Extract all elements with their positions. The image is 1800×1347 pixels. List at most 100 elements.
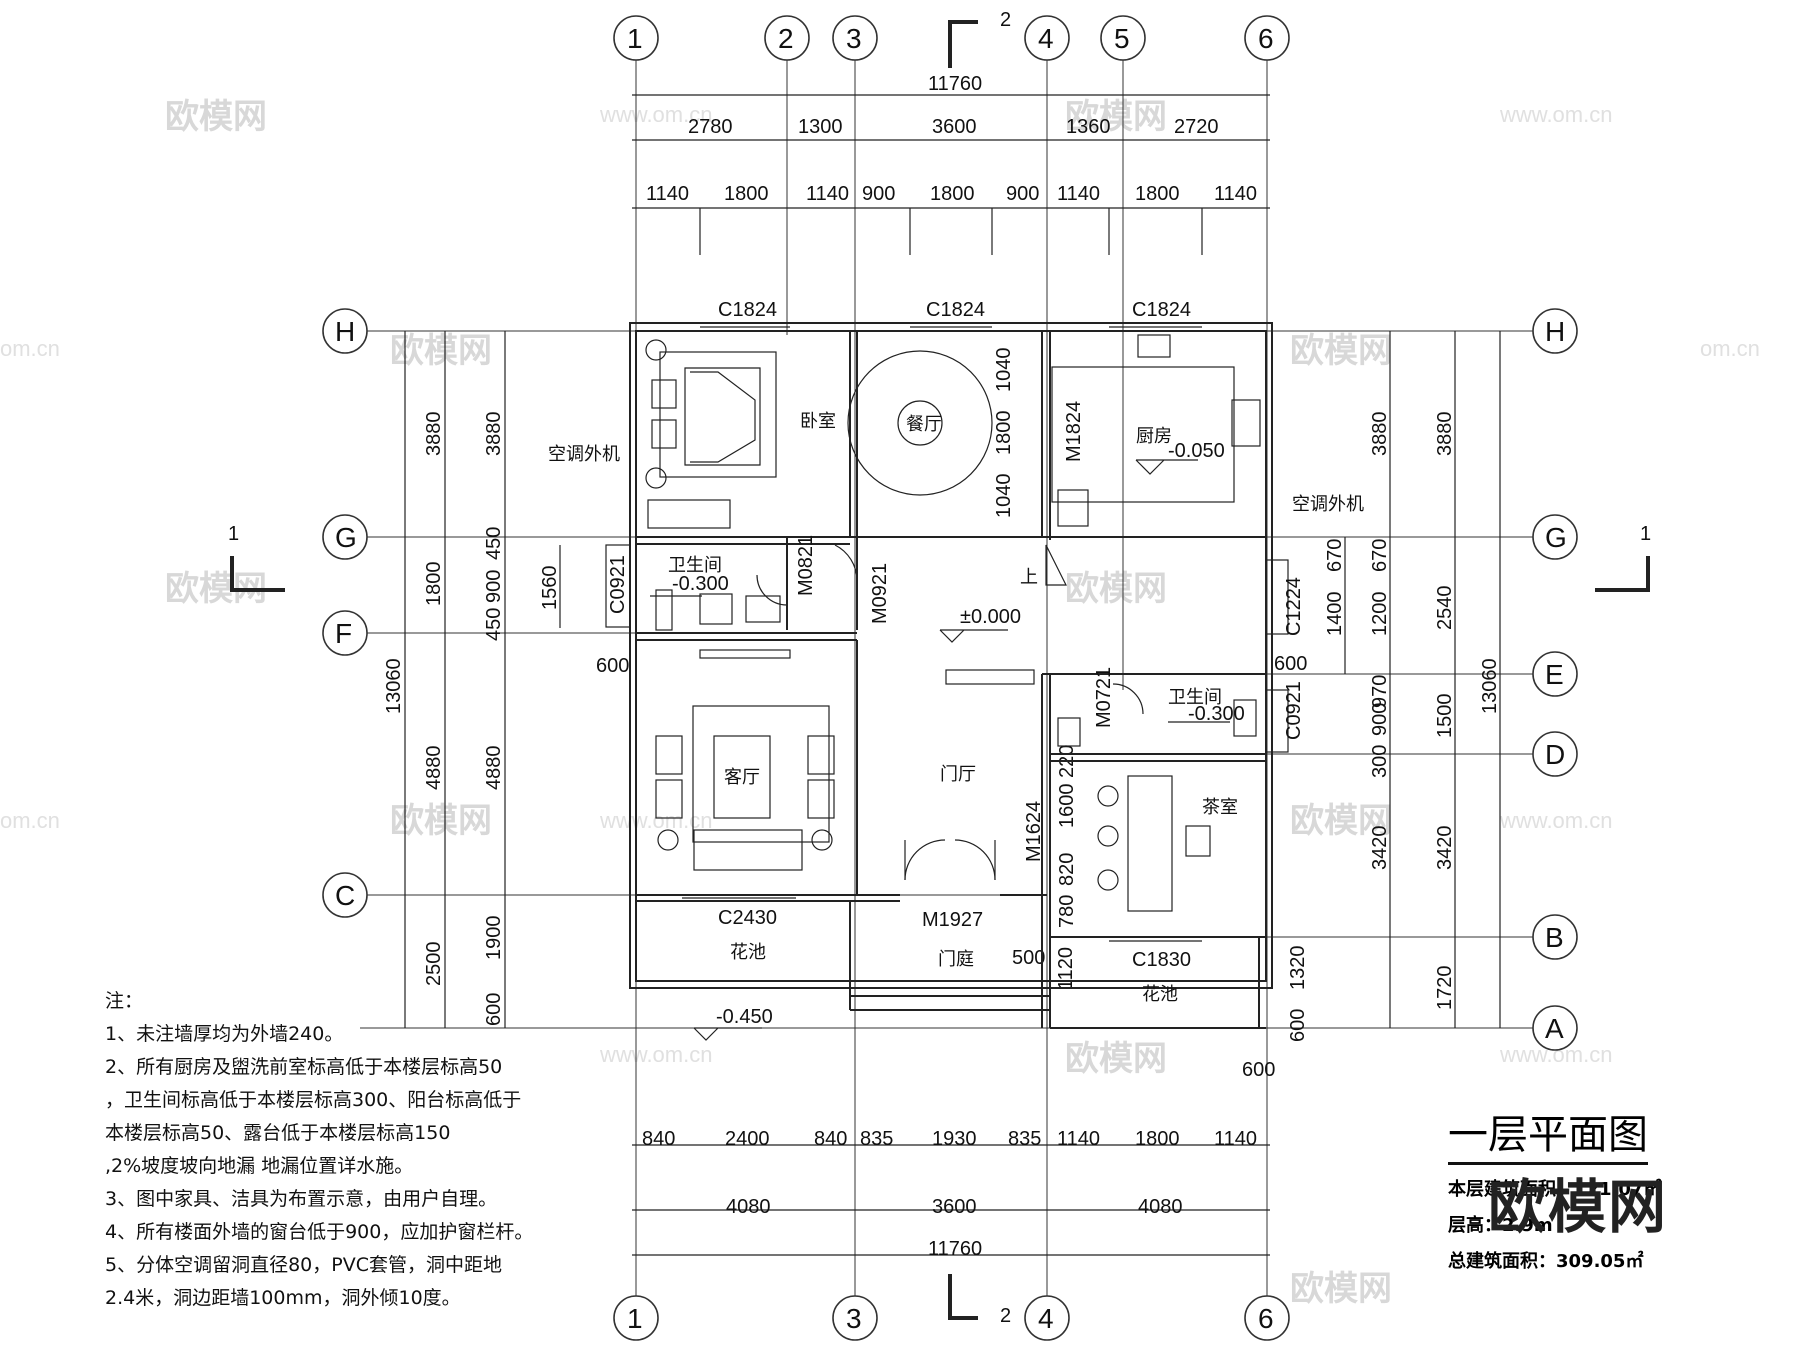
dim-top2-1: 1140 [646,183,689,205]
door-m0721: M0721 [1093,667,1115,728]
room-labels: 卧室 餐厅 厨房 卫生间 卫生间 客厅 门厅 茶室 花池 花池 门庭 空调外机 … [548,411,1364,1004]
watermark-url: www.om.cn [1499,102,1612,127]
dim-left-in-3: 900 [483,570,505,603]
dim-bot-1: 840 [642,1128,675,1150]
dim-right-1: 3880 [1434,412,1456,457]
axis-label-A: A [1545,1013,1564,1044]
note-line: 1、未注墙厚均为外墙240。 [105,1023,344,1045]
note-line: 5、分体空调留洞直径80，PVC套管，洞中距地 [105,1254,502,1276]
section-label-top: 2 [1000,9,1011,31]
label-stairs-up: 上 [1020,567,1038,587]
dim-left-2: 1800 [423,562,445,607]
watermark-brand: 欧模网 [390,332,492,370]
window-c2430: C2430 [718,907,777,929]
dim-bot-7: 1140 [1057,1128,1100,1150]
misc-dimension-labels: 600 600 500 600 600 1320 1120 1040 1800 … [596,348,1309,1082]
dim-bot2-3: 4080 [1138,1196,1183,1218]
axis-label-4: 4 [1038,23,1054,54]
axis-label-6: 6 [1258,1303,1274,1334]
watermark-brand: 欧模网 [390,802,492,840]
level-hall: ±0.000 [960,606,1021,628]
dim-bot-4: 835 [860,1128,893,1150]
dim-top-total: 11760 [928,73,982,95]
axis-bubble-top-1 [613,15,659,61]
axis-bubble-left-G [322,514,368,560]
total-area: 总建筑面积：309.05㎡ [1448,1251,1644,1272]
dim-left-1: 3880 [423,412,445,457]
dim-right-in-6: 300 [1369,745,1391,778]
watermark-brand: 欧模网 [1290,802,1392,840]
door-m1624: M1624 [1023,801,1045,862]
axis-bubble-top-3 [832,15,878,61]
section-label-bottom: 2 [1000,1305,1011,1327]
label-ac-unit-2: 空调外机 [1292,494,1364,514]
room-living: 客厅 [724,767,760,787]
axis-grid-lines [360,60,1536,1310]
dim-right-in-1: 3880 [1369,412,1391,457]
dim-right-3: 1500 [1434,694,1456,739]
dim-right-4: 3420 [1434,826,1456,871]
room-garden2: 花池 [1142,984,1178,1004]
section-label-right: 1 [1640,523,1651,545]
axis-label-3: 3 [846,23,862,54]
top-dimension-labels: 11760 2780 1300 3600 1360 2720 1140 1800… [646,73,1257,205]
dim-left-small: 1560 [539,566,561,611]
door-m0821: M0821 [795,535,817,596]
dim-misc: 600 [1274,653,1307,675]
dim-top2-9: 1140 [1214,183,1257,205]
level-kitchen: -0.050 [1168,440,1225,462]
axis-label-B: B [1545,922,1564,953]
floor-height: 层高：2.9m [1448,1215,1553,1236]
watermarks: 欧模网 欧模网 欧模网 欧模网 欧模网 欧模网 欧模网 欧模网 欧模网 欧模网 … [0,98,1760,1308]
axis-label-1: 1 [627,23,643,54]
section-markers [230,20,1650,1320]
axis-bubble-right-G [1532,514,1578,560]
dim-bot-9: 1140 [1214,1128,1257,1150]
window-c1224: C1224 [1283,577,1305,636]
label-ac-unit-1: 空调外机 [548,444,620,464]
dim-top-4: 1360 [1066,116,1111,138]
axis-label-2: 2 [778,23,794,54]
dim-bot-6: 835 [1008,1128,1041,1150]
dim-right-5: 1720 [1434,966,1456,1011]
note-line: 3、图中家具、洁具为布置示意，由用户自理。 [105,1188,498,1210]
section-label-left: 1 [228,523,239,545]
furniture [645,334,1261,912]
axis-bubble-right-H [1532,308,1578,354]
axis-label-E: E [1545,659,1564,690]
dim-top-1: 2780 [688,116,733,138]
dim-right-in-2: 670 [1369,539,1391,572]
dim-top2-8: 1800 [1135,183,1180,205]
right-dimension-labels: 3880 670 1200 970 900 300 3420 3880 2540… [1324,412,1501,1011]
axis-bubble-right-D [1532,731,1578,777]
axis-bubble-bottom-6 [1244,1295,1290,1341]
window-c0921-left: C0921 [607,555,629,614]
brand-logo: 欧模网 [1488,1173,1669,1241]
watermark-brand: 欧模网 [1290,1270,1392,1308]
axis-label-H: H [1545,316,1565,347]
axis-bubble-top-5 [1100,15,1146,61]
axis-bubble-right-E [1532,651,1578,697]
left-dimension-lines [404,331,561,1028]
note-line: 4、所有楼面外墙的窗台低于900，应加护窗栏杆。 [105,1221,534,1243]
room-porch: 门庭 [938,949,974,969]
axis-bubble-bottom-1 [613,1295,659,1341]
dim-left-total: 13060 [383,658,405,714]
axis-label-D: D [1545,739,1565,770]
dim-top2-3: 1140 [806,183,849,205]
top-dimension-lines [632,94,1270,1256]
axis-bubble-bottom-3 [832,1295,878,1341]
room-bedroom: 卧室 [800,411,836,431]
dim-right-in-3: 1200 [1369,592,1391,637]
dim-misc: 600 [1287,1009,1309,1042]
watermark-url: www.om.cn [1499,808,1612,833]
door-m0921: M0921 [869,563,891,624]
axis-label-F: F [335,618,352,649]
dim-left-in-4: 450 [483,608,505,641]
drawing-title: 一层平面图 [1448,1102,1648,1165]
room-hall: 门厅 [940,764,976,784]
dim-misc: 1800 [993,411,1015,456]
title-block: 一层平面图 本层建筑面积：121.07㎡ 层高：2.9m 总建筑面积：309.0… [1448,1102,1661,1273]
dim-left-3: 4880 [423,746,445,791]
dim-misc: 1120 [1055,947,1077,990]
